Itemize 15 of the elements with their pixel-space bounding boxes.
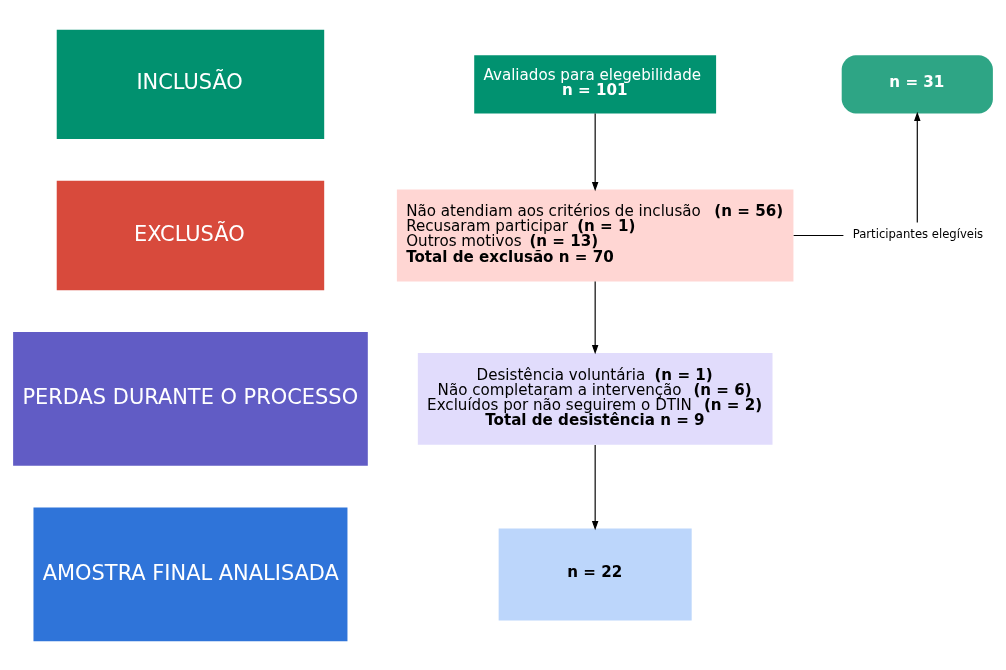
node-box: n = 31	[841, 54, 993, 113]
arrow	[591, 280, 599, 354]
connector	[793, 234, 844, 236]
node-box: PERDAS DURANTE O PROCESSO	[13, 331, 368, 466]
node-box: Avaliados para elegebilidade n = 101	[474, 54, 717, 113]
node-box: n = 22	[498, 528, 692, 620]
node-box: AMOSTRA FINAL ANALISADA	[33, 507, 348, 641]
arrow	[591, 444, 599, 530]
node-box: INCLUSÃO	[56, 29, 325, 139]
arrow	[591, 112, 599, 191]
node-text: Participantes elegíveis	[852, 226, 984, 241]
node-box: Desistência voluntária (n = 1) Não completaram a intervenção (n = 6) Excluídos por não seguirem o DTIN (n = 2) Total de desistência n = 9	[417, 352, 773, 445]
node-box: Não atendiam aos critérios de inclusão (n = 56) Recusaram participar (n = 1) Outros motivos (n = 13) Total de exclusão n = 70	[396, 189, 794, 281]
arrow	[914, 111, 921, 223]
node-box: EXCLUSÃO	[56, 180, 325, 290]
